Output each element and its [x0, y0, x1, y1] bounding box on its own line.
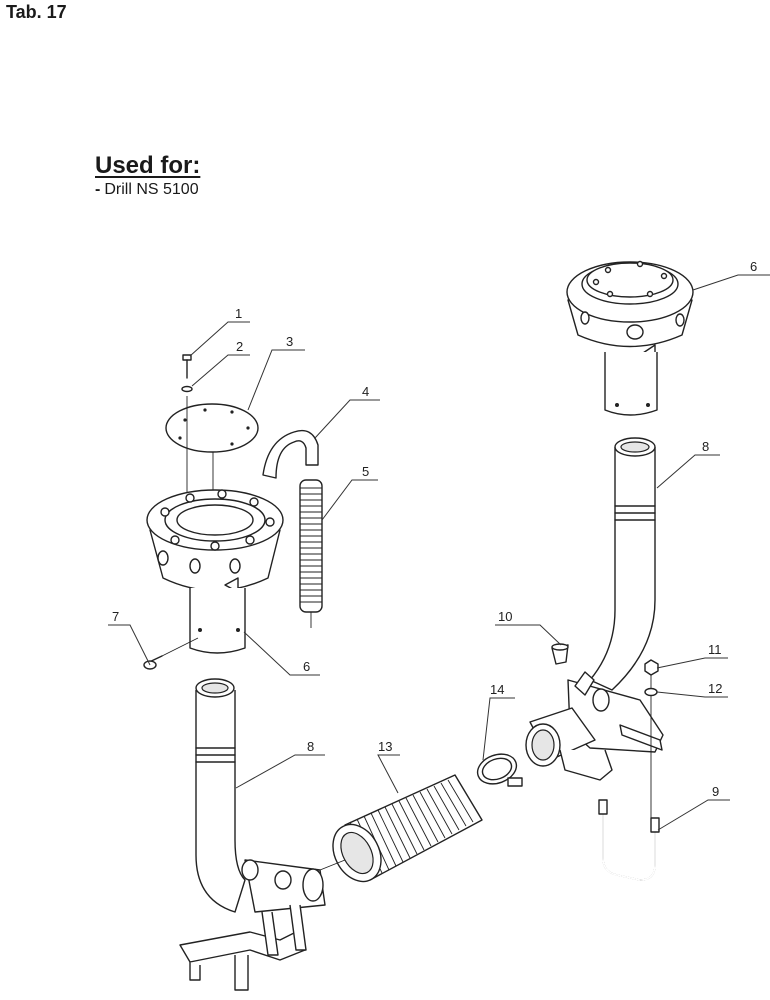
part-12-washer — [644, 687, 658, 697]
part-1-bolt — [182, 354, 192, 379]
part-8-pipe-right — [589, 437, 656, 691]
part-6-distributor-head-right — [566, 260, 694, 416]
part-5-spring — [299, 479, 323, 613]
part-10-plug — [551, 643, 569, 665]
part-2-washer — [181, 385, 193, 393]
callout-10: 10 — [498, 609, 512, 624]
part-3-cover-plate — [165, 403, 259, 453]
callout-14: 14 — [490, 682, 504, 697]
callout-8-right: 8 — [702, 439, 709, 454]
left-bracket-assembly — [179, 859, 326, 991]
part-6-distributor-head-left — [146, 489, 284, 654]
callout-11: 11 — [708, 642, 722, 657]
callout-5: 5 — [362, 464, 369, 479]
part-13-corrugated-hose — [332, 774, 483, 883]
callout-1: 1 — [235, 306, 242, 321]
callout-8-left: 8 — [307, 739, 314, 754]
callout-7: 7 — [112, 609, 119, 624]
callout-6-right: 6 — [750, 259, 757, 274]
callout-leaders — [108, 274, 770, 831]
used-for-heading: Used for: — [95, 152, 201, 179]
part-9-u-bolt — [598, 799, 660, 881]
part-7-screw — [143, 637, 199, 670]
callout-6-left: 6 — [303, 659, 310, 674]
part-4-elbow-tube — [262, 429, 319, 479]
part-11-nut — [644, 659, 659, 676]
used-for-item-text: Drill NS 5100 — [104, 181, 199, 198]
callout-2: 2 — [236, 339, 243, 354]
callout-3: 3 — [286, 334, 293, 349]
part-14-hose-clamp — [476, 753, 523, 787]
part-8-pipe-left — [195, 678, 246, 913]
callout-13: 13 — [378, 739, 392, 754]
used-for-item: -Drill NS 5100 — [95, 181, 199, 199]
callout-4: 4 — [362, 384, 369, 399]
callout-9: 9 — [712, 784, 719, 799]
right-bracket-assembly — [525, 671, 664, 781]
table-label: Tab. 17 — [6, 2, 67, 22]
callout-12: 12 — [708, 681, 722, 696]
used-for-dash: - — [95, 181, 101, 198]
